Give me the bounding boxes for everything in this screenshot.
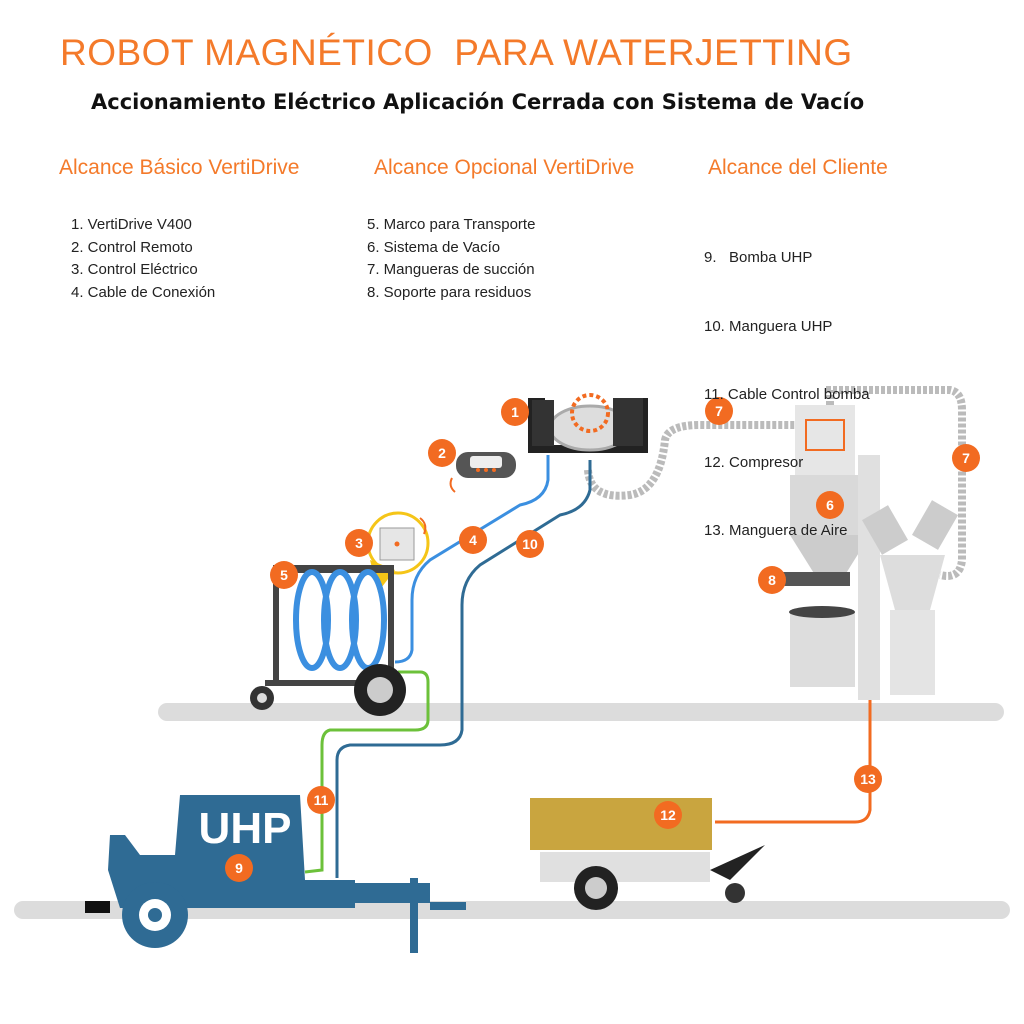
ground-upper [158,703,1004,721]
badge-number: 10 [522,536,538,552]
badge-12: 12 [654,801,682,829]
badge-10: 10 [516,530,544,558]
badge-number: 2 [438,445,446,461]
badge-7: 7 [952,444,980,472]
badge-number: 13 [860,771,876,787]
uhp-pump: UHP [85,795,466,953]
scope-heading: Alcance del Cliente [708,156,888,179]
page-title: ROBOT MAGNÉTICO PARA WATERJETTING [60,32,853,73]
badge-number: 1 [511,404,519,420]
list-item: 7. Mangueras de succión [367,261,535,279]
badge-circle [854,765,882,793]
list-item: 1. VertiDrive V400 [71,216,192,233]
badge-11: 11 [307,786,335,814]
ground-lower [14,901,1010,919]
badge-number: 11 [314,792,329,808]
badge-13: 13 [854,765,882,793]
electric-control [366,511,430,592]
badge-circle [270,561,298,589]
list-item: 5. Marco para Transporte [367,216,536,233]
list-item: 13. Manguera de Aire [704,521,848,539]
badge-2: 2 [428,439,456,467]
list-item: 12. Compresor [704,453,804,471]
scope-heading: Alcance Básico VertiDrive [59,156,300,179]
badge-circle [225,854,253,882]
connection-cable [394,455,550,664]
list-item: 11. Cable Control bomba [704,385,870,403]
badge-circle [345,529,373,557]
scope-heading: Alcance Opcional VertiDrive [374,156,635,179]
badge-5: 5 [270,561,298,589]
badge-number: 3 [355,535,363,551]
list-item: 4. Cable de Conexión [71,284,216,302]
scope-basic: Alcance Básico VertiDrive 1. VertiDrive … [59,156,299,305]
list-item: 8. Soporte para residuos [367,284,532,302]
transport-frame [250,565,406,716]
badge-circle [428,439,456,467]
badge-number: 5 [280,567,288,583]
badge-number: 4 [469,532,477,548]
scope-optional: Alcance Opcional VertiDrive 5. Marco par… [367,156,635,305]
badge-circle [459,526,487,554]
badge-circle [952,444,980,472]
badge-3: 3 [345,529,373,557]
remote-control [449,452,516,493]
badge-circle [501,398,529,426]
badge-circle [307,786,335,814]
list-item: 9. Bomba UHP [704,249,813,267]
badge-number: 12 [660,807,676,823]
badge-circle [516,530,544,558]
pump-label: UHP [199,804,292,853]
list-item: 2. Control Remoto [71,238,193,256]
air-hose [715,680,872,824]
page-subtitle: Accionamiento Eléctrico Aplicación Cerra… [91,90,865,114]
pump-control-cable [304,670,430,874]
compressor [530,798,765,910]
list-item: 3. Control Eléctrico [71,261,198,279]
robot-vertidrive [528,393,648,453]
scope-client: Alcance del Cliente 9. Bomba UHP 10. Man… [704,156,888,588]
badge-1: 1 [501,398,529,426]
list-item: 6. Sistema de Vacío [367,238,501,256]
uhp-hose [335,460,592,878]
badge-circle [654,801,682,829]
badge-number: 9 [235,860,243,876]
badge-9: 9 [225,854,253,882]
badge-number: 7 [962,450,970,466]
badge-4: 4 [459,526,487,554]
list-item: 10. Manguera UHP [704,317,833,335]
